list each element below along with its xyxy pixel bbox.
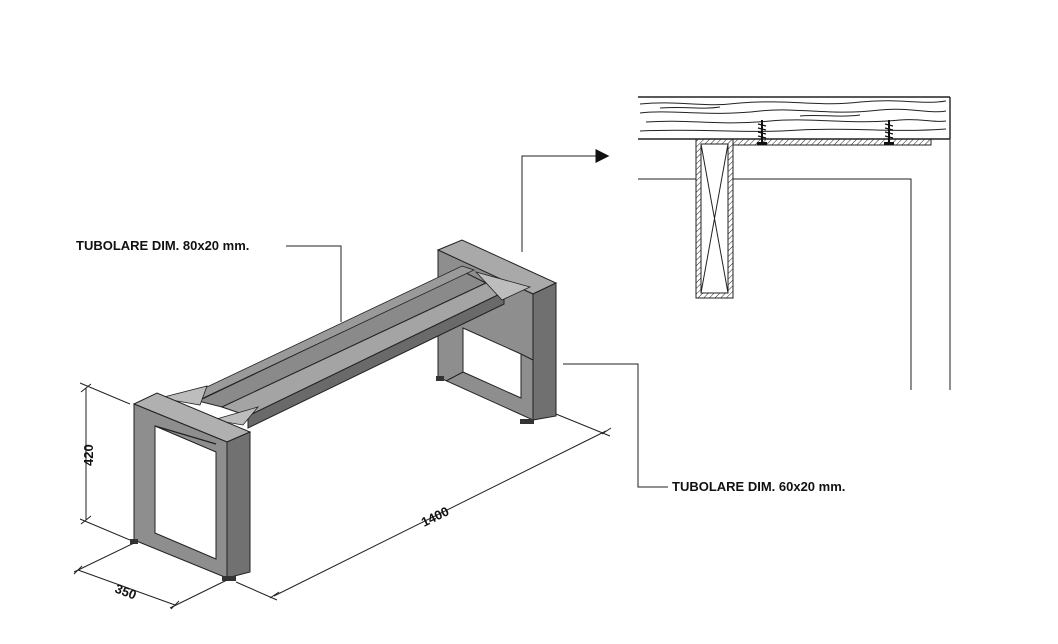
dim-length-value: 1400 [419, 504, 452, 530]
screw-right [884, 120, 894, 145]
tube-section [695, 138, 734, 299]
front-leg [130, 392, 252, 581]
dim-height-value: 420 [81, 444, 96, 466]
bench-frame [130, 239, 558, 581]
label-top-tube: TUBOLARE DIM. 80x20 mm. [76, 238, 249, 253]
detail-arrow [521, 149, 610, 252]
label-bottom-tube: TUBOLARE DIM. 60x20 mm. [672, 479, 845, 494]
dim-depth-value: 350 [113, 581, 139, 603]
detail-section [638, 96, 951, 390]
leader-top-tube [286, 245, 342, 322]
back-leg [436, 239, 558, 424]
leader-bottom-tube [563, 363, 668, 488]
depth-dimension [73, 542, 228, 610]
longitudinal-beam [159, 265, 532, 429]
height-dimension [79, 382, 131, 541]
length-dimension [235, 413, 612, 601]
screw-left [757, 120, 767, 145]
wood-plank [638, 96, 951, 140]
